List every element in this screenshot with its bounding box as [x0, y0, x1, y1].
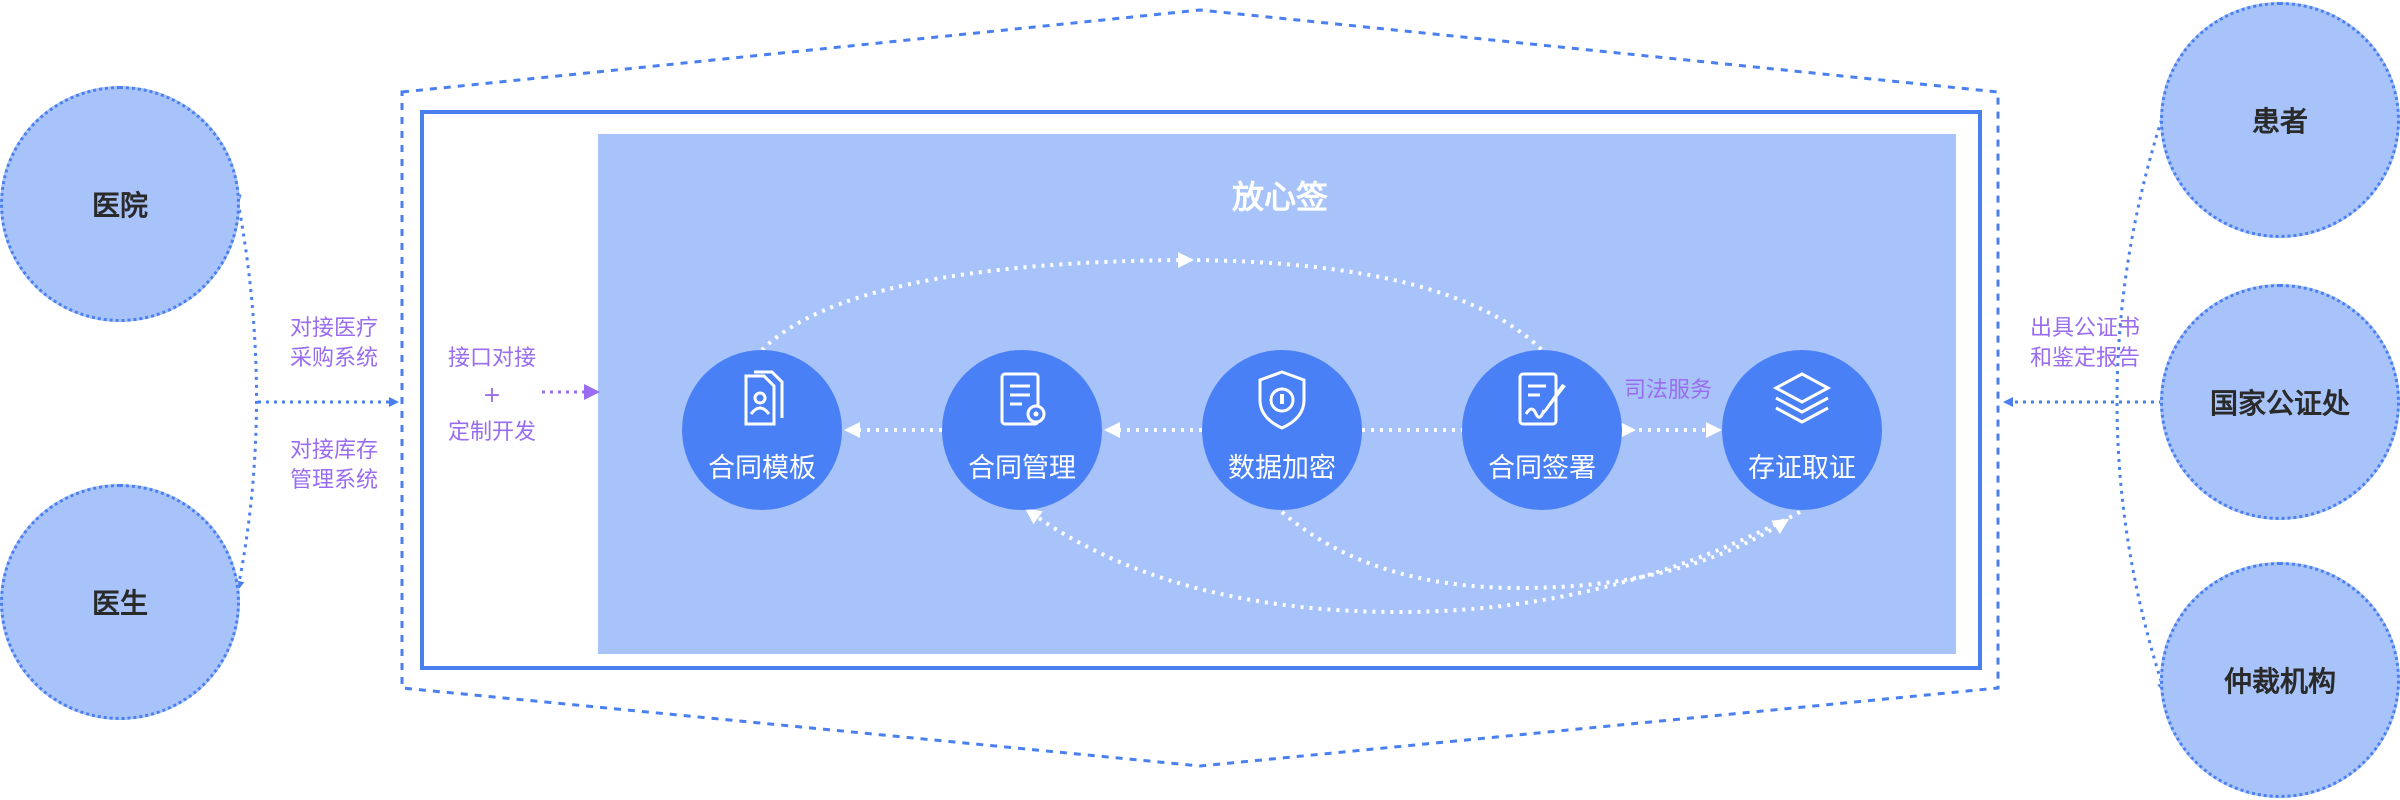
contract-template-node: 合同模板	[682, 350, 842, 510]
platform-frame	[420, 110, 1982, 670]
layers-icon	[1772, 372, 1832, 424]
data-encryption-label: 数据加密	[1228, 453, 1336, 484]
left-bottom-label-line2: 管理系统	[290, 468, 379, 493]
platform-title: 放心签	[1231, 178, 1328, 216]
contract-management-label: 合同管理	[968, 453, 1076, 484]
left-bottom-label-line1: 对接库存	[290, 438, 379, 463]
right-vertical-connector	[2115, 103, 2171, 693]
notary-node: 国家公证处	[2160, 284, 2400, 520]
api-label-line2: 定制开发	[447, 420, 536, 445]
doctor-label: 医生	[91, 587, 148, 620]
left-vertical-connector	[231, 194, 258, 591]
doctor-node: 医生	[0, 484, 240, 720]
left-top-label: 对接医疗 采购系统	[290, 314, 378, 374]
hospital-label: 医院	[91, 189, 148, 222]
contract-sign-node: 合同签署	[1462, 350, 1622, 510]
contract-template-icon	[744, 370, 784, 426]
contract-template-label: 合同模板	[708, 453, 816, 484]
hospital-node: 医院	[0, 86, 240, 322]
right-label-line2: 和鉴定报告	[2030, 346, 2141, 371]
judicial-service-label: 司法服务	[1624, 378, 1713, 403]
api-label-line1: 接口对接	[447, 346, 536, 371]
evidence-node: 存证取证	[1722, 350, 1882, 510]
api-label: 接口对接 + 定制开发	[442, 340, 542, 451]
right-label-line1: 出具公证书	[2030, 316, 2141, 341]
flow-arc-top-left	[760, 252, 1194, 352]
data-encryption-node: 数据加密	[1202, 350, 1362, 510]
flow-arc-evidence-to-management	[1025, 508, 1801, 615]
notary-label: 国家公证处	[2209, 387, 2350, 420]
patient-node: 患者	[2160, 2, 2400, 238]
contract-management-node: 合同管理	[942, 350, 1102, 510]
contract-sign-label: 合同签署	[1488, 453, 1596, 484]
outer-dashed-frame	[400, 8, 2000, 768]
left-top-label-line1: 对接医疗	[290, 316, 379, 341]
arbitration-label: 仲裁机构	[2223, 665, 2336, 698]
evidence-label: 存证取证	[1748, 453, 1856, 484]
contract-management-icon	[1000, 372, 1046, 426]
contract-sign-icon	[1518, 372, 1566, 426]
patient-label: 患者	[2251, 105, 2308, 138]
shield-icon	[1258, 370, 1306, 430]
api-label-plus: +	[482, 383, 502, 408]
left-top-label-line2: 采购系统	[290, 346, 379, 371]
arbitration-node: 仲裁机构	[2160, 562, 2400, 798]
left-bottom-label: 对接库存 管理系统	[290, 436, 378, 496]
right-label: 出具公证书 和鉴定报告	[2030, 314, 2140, 374]
flow-arc-encrypt-to-evidence	[1280, 510, 1790, 591]
